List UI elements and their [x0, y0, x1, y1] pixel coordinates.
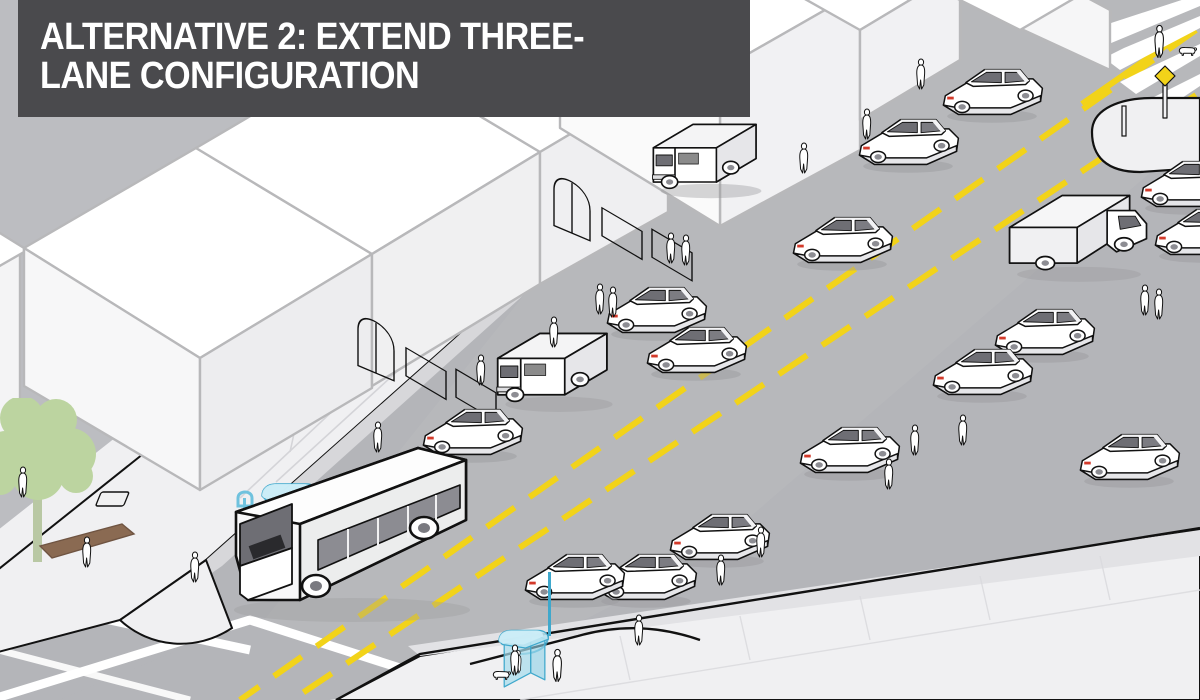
page-title: ALTERNATIVE 2: EXTEND THREE- LANE CONFIG… — [40, 15, 585, 97]
transit-bus[interactable] — [95, 446, 470, 622]
pedestrian-refuge-island — [1090, 96, 1200, 174]
south-curb-line — [335, 526, 1200, 700]
sidewalk-corner — [118, 558, 234, 645]
yellow-stripe-outer — [290, 92, 1198, 700]
bus-stop-pole-south — [548, 572, 551, 636]
building-b — [22, 146, 374, 492]
building-f — [804, 0, 962, 122]
building-right-edge — [957, 0, 1074, 32]
title-banner: ALTERNATIVE 2: EXTEND THREE- LANE CONFIG… — [18, 0, 750, 117]
